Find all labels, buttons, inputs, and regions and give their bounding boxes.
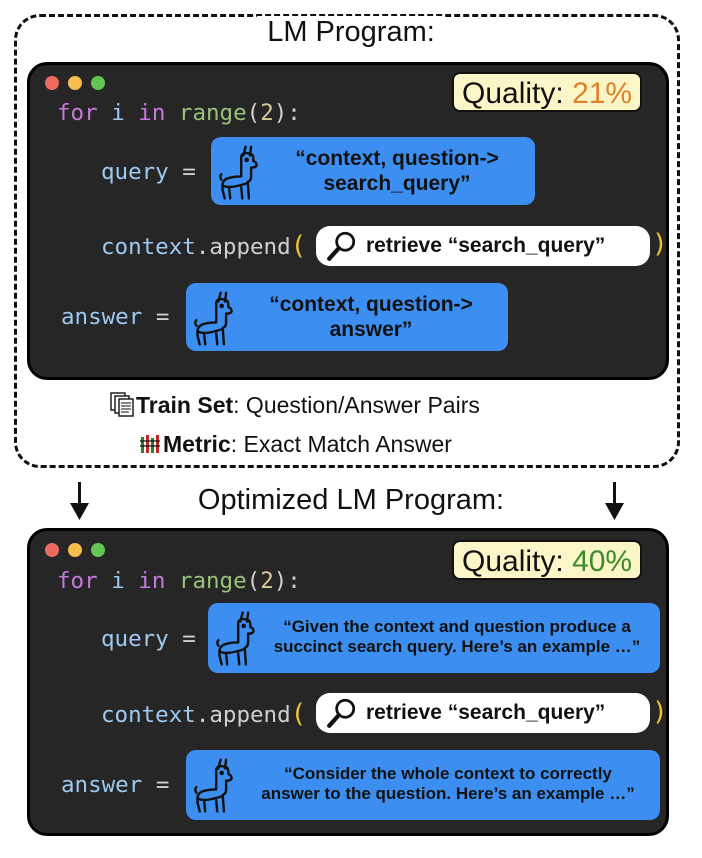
- optimized-answer-prompt-line-1: “Consider the whole context to correctly: [284, 764, 612, 783]
- close-dot-icon[interactable]: [45, 543, 59, 557]
- query-variable: query: [101, 159, 169, 185]
- magnifier-icon: [326, 230, 358, 262]
- optimized-quality-badge: Quality: 40%: [452, 540, 643, 580]
- answer-variable: answer: [61, 772, 143, 798]
- maximize-dot-icon[interactable]: [91, 76, 105, 90]
- minimize-dot-icon[interactable]: [68, 76, 82, 90]
- optimized-query-lm-module[interactable]: “Given the context and question produce …: [208, 603, 660, 673]
- append-method: append: [209, 234, 291, 260]
- llama-icon: [192, 289, 236, 347]
- train-set-caption: Train Set: Question/Answer Pairs: [108, 391, 480, 419]
- metric-caption: Metric: Exact Match Answer: [139, 431, 452, 458]
- llama-icon: [217, 143, 261, 201]
- range-function: range: [178, 568, 247, 594]
- query-assignment: query =: [101, 626, 196, 652]
- query-variable: query: [101, 626, 169, 652]
- optimized-query-prompt-line-1: “Given the context and question produce …: [283, 617, 631, 636]
- answer-prompt-line-2: answer”: [329, 318, 413, 342]
- optimized-program-title-text: Optimized LM Program:: [197, 484, 505, 516]
- left-arrow-shaft: [78, 482, 81, 508]
- loop-variable: i: [111, 568, 125, 594]
- for-loop-line: for i in range(2):: [57, 100, 301, 126]
- for-loop-line: for i in range(2):: [57, 568, 301, 594]
- context-variable: context: [101, 234, 196, 260]
- retrieve-text: retrieve “search_query”: [366, 701, 606, 724]
- keyword-in: in: [138, 100, 166, 126]
- program-title-text: LM Program:: [257, 16, 445, 48]
- llama-icon: [214, 609, 258, 667]
- answer-prompt-line-1: “context, question->: [269, 293, 473, 316]
- answer-assignment: answer =: [61, 304, 170, 330]
- right-arrow-shaft: [613, 482, 616, 508]
- retrieve-module[interactable]: retrieve “search_query”: [316, 226, 650, 266]
- documents-icon: [110, 392, 134, 417]
- answer-assignment: answer =: [61, 772, 170, 798]
- optimized-answer-lm-module[interactable]: “Consider the whole context to correctly…: [186, 750, 660, 820]
- closing-paren: ): [652, 229, 668, 259]
- quality-badge: Quality: 21%: [452, 72, 643, 112]
- answer-lm-module[interactable]: “context, question-> answer”: [186, 283, 508, 351]
- train-set-text: : Question/Answer Pairs: [233, 392, 480, 418]
- context-append-call: context.append(: [101, 231, 307, 261]
- quality-label: Quality:: [462, 545, 564, 578]
- keyword-in: in: [138, 568, 166, 594]
- query-assignment: query =: [101, 159, 196, 185]
- metric-bars-icon: [140, 435, 160, 453]
- program-title: LM Program:: [0, 16, 702, 49]
- optimized-retrieve-module[interactable]: retrieve “search_query”: [316, 693, 650, 733]
- left-arrow-head-icon: [70, 503, 89, 520]
- append-method: append: [209, 702, 291, 728]
- metric-text: : Exact Match Answer: [230, 431, 452, 457]
- keyword-for: for: [57, 100, 98, 126]
- minimize-dot-icon[interactable]: [68, 543, 82, 557]
- llama-icon: [192, 756, 236, 814]
- range-argument: 2: [260, 568, 274, 594]
- query-prompt-line-2: search_query”: [323, 172, 471, 196]
- range-function: range: [178, 100, 247, 126]
- close-dot-icon[interactable]: [45, 76, 59, 90]
- magnifier-icon: [326, 697, 358, 729]
- retrieve-text: retrieve “search_query”: [366, 234, 606, 257]
- train-set-label: Train Set: [136, 392, 234, 418]
- metric-label: Metric: [163, 431, 231, 457]
- context-variable: context: [101, 702, 196, 728]
- quality-label: Quality:: [462, 77, 564, 110]
- optimized-program-title: Optimized LM Program:: [0, 484, 702, 517]
- optimized-answer-prompt-line-2: answer to the question. Here’s an exampl…: [261, 784, 635, 804]
- loop-variable: i: [111, 100, 125, 126]
- answer-variable: answer: [61, 304, 143, 330]
- right-arrow-head-icon: [605, 503, 624, 520]
- maximize-dot-icon[interactable]: [91, 543, 105, 557]
- context-append-call: context.append(: [101, 699, 307, 729]
- quality-value: 21%: [572, 77, 633, 110]
- optimized-query-prompt-line-2: succinct search query. Here’s an example…: [273, 637, 641, 657]
- closing-paren: ): [652, 697, 668, 727]
- keyword-for: for: [57, 568, 98, 594]
- range-argument: 2: [260, 100, 274, 126]
- program-frame: [14, 14, 680, 468]
- query-prompt-line-1: “context, question->: [295, 147, 499, 170]
- quality-value: 40%: [572, 545, 633, 578]
- query-lm-module[interactable]: “context, question-> search_query”: [211, 137, 535, 205]
